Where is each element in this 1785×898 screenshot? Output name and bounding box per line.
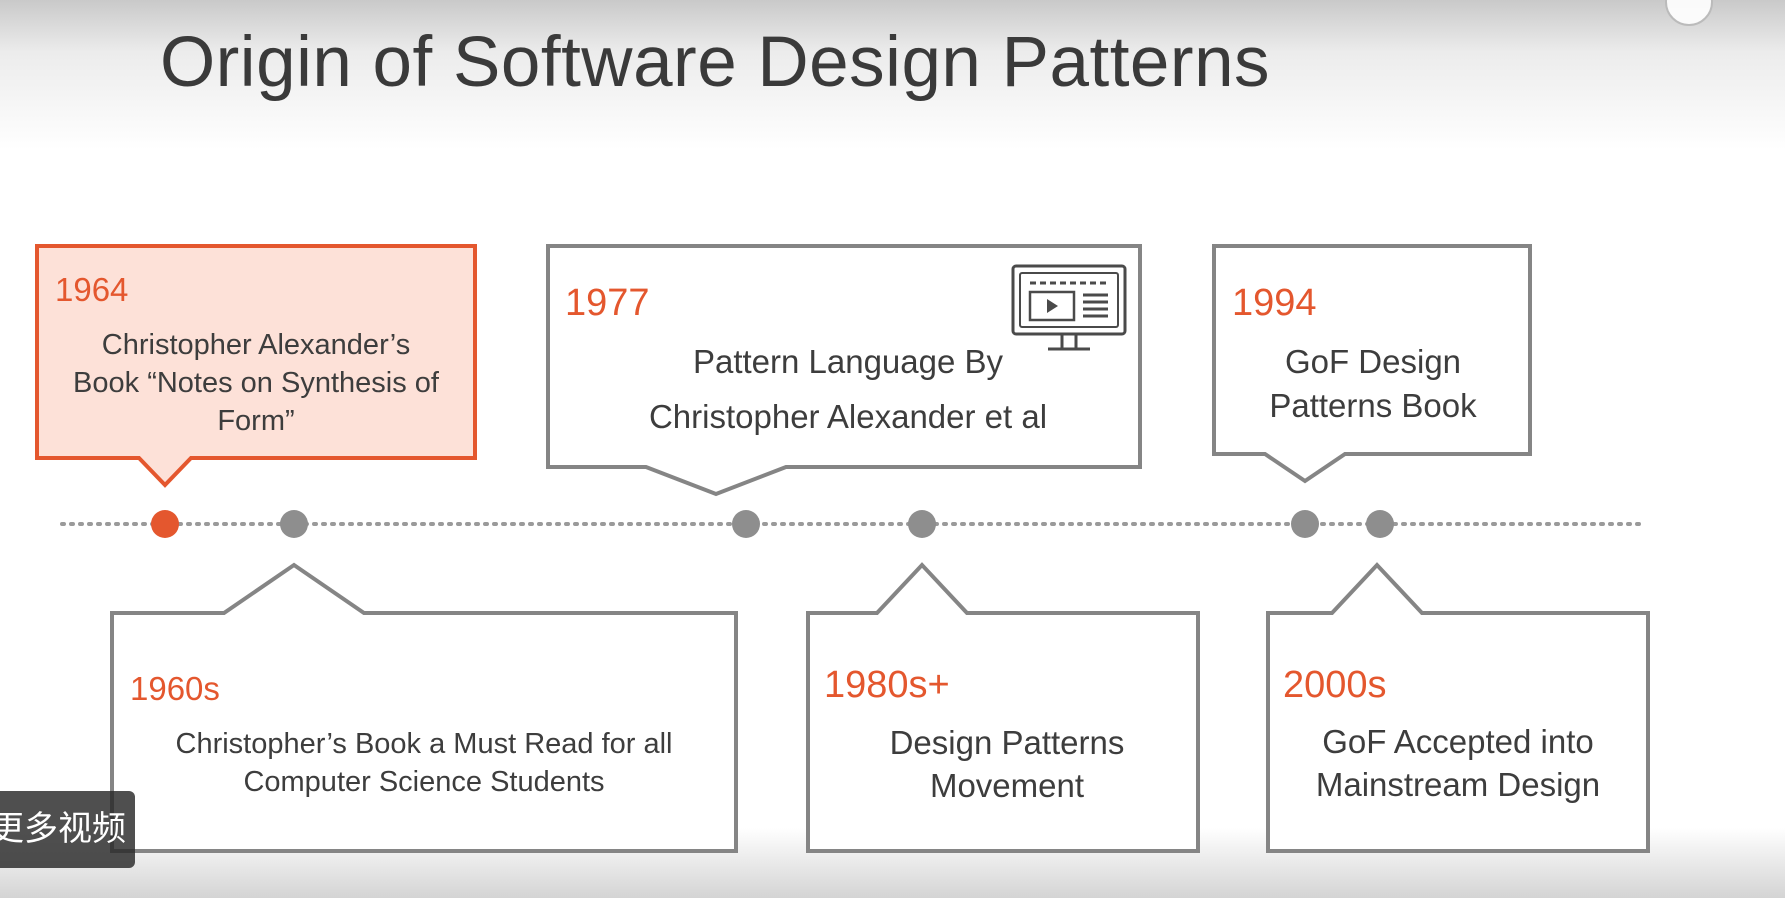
more-videos-button[interactable]: 更多视频 — [0, 791, 135, 868]
timeline-dot — [732, 510, 760, 538]
event-description-line: Christopher Alexander’s — [102, 329, 410, 361]
callout-box — [35, 244, 477, 488]
timeline-dot — [1291, 510, 1319, 538]
event-description-line: GoF Accepted into — [1322, 723, 1594, 760]
event-description-line: Book “Notes on Synthesis of — [73, 367, 440, 399]
event-description-line: Design Patterns — [890, 724, 1125, 761]
callout-box — [546, 244, 1142, 497]
callout-box — [806, 562, 1200, 853]
event-description-line: Mainstream Design — [1316, 766, 1600, 803]
callout-box — [1212, 244, 1532, 484]
timeline-dot — [280, 510, 308, 538]
event-description-line: Christopher Alexander et al — [649, 398, 1047, 435]
timeline-dot — [908, 510, 936, 538]
top-shade — [0, 0, 1785, 150]
event-description-line: Pattern Language By — [693, 343, 1004, 380]
event-description-line: Christopher’s Book a Must Read for all — [176, 728, 673, 760]
event-year: 1977 — [565, 282, 650, 324]
event-year: 1960s — [130, 670, 220, 707]
slide-title: Origin of Software Design Patterns — [159, 23, 1271, 102]
timeline-dot — [1366, 510, 1394, 538]
timeline-dot — [151, 510, 179, 538]
event-year: 1980s+ — [824, 664, 950, 706]
event-description-line: Computer Science Students — [243, 766, 604, 798]
event-description-line: Movement — [930, 767, 1084, 804]
callout-box — [110, 562, 738, 853]
callout-box — [1266, 562, 1650, 853]
monitor-icon — [1011, 264, 1127, 351]
event-year: 1964 — [55, 271, 128, 308]
event-description-line: Patterns Book — [1269, 387, 1477, 424]
event-year: 2000s — [1283, 664, 1387, 706]
event-description-line: Form” — [217, 405, 294, 437]
event-description-line: GoF Design — [1285, 343, 1461, 380]
event-year: 1994 — [1232, 282, 1317, 324]
